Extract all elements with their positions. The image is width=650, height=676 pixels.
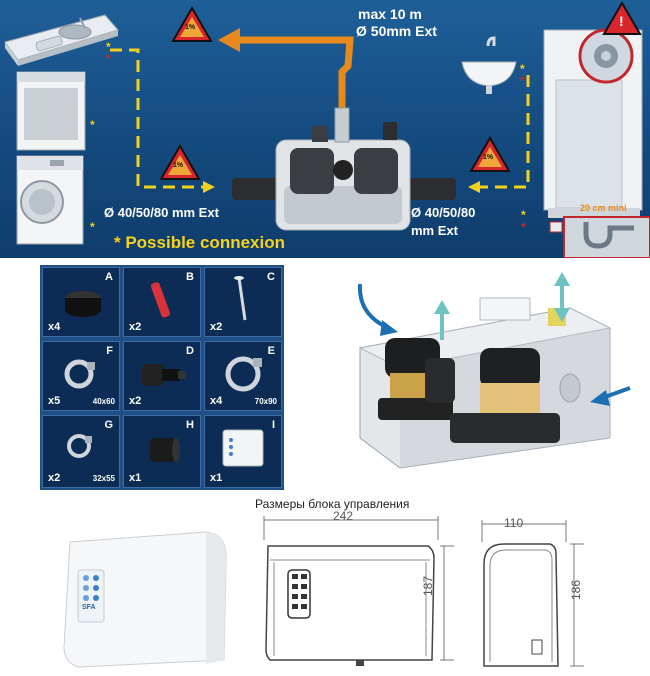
outlet-length-label: max 10 m bbox=[358, 6, 422, 22]
part-quantity: x2 bbox=[210, 321, 223, 333]
exclamation-mark: ! bbox=[619, 13, 624, 29]
wash-basin-icon bbox=[461, 36, 517, 94]
control-box-photo bbox=[63, 531, 227, 668]
hose-clamp-icon bbox=[67, 434, 92, 458]
asterisk-yellow: * bbox=[520, 62, 525, 76]
asterisk-yellow: * bbox=[521, 208, 526, 222]
hose-clamp-icon bbox=[64, 359, 95, 389]
warning-sign-label: 1% bbox=[173, 162, 184, 169]
part-quantity: x2 bbox=[129, 395, 142, 407]
sink-icon bbox=[4, 14, 119, 66]
part-cell-f: F x5 40x60 bbox=[42, 341, 120, 411]
brand-label: SFA bbox=[82, 604, 96, 611]
outlet-diameter-label: Ø 50mm Ext bbox=[356, 23, 437, 39]
warning-sign-label: 1% bbox=[483, 154, 494, 161]
part-letter: I bbox=[271, 419, 275, 431]
side-height-dimension: 186 bbox=[569, 579, 583, 600]
outlet-arrow-head bbox=[218, 28, 240, 52]
part-letter: E bbox=[267, 345, 275, 357]
asterisk-yellow: * bbox=[90, 220, 95, 234]
asterisk-red: * bbox=[521, 220, 526, 234]
part-cell-h: H x1 bbox=[123, 415, 201, 488]
pump-cutaway-illustration bbox=[357, 272, 631, 469]
part-quantity: x4 bbox=[210, 395, 223, 407]
connector-icon bbox=[150, 438, 180, 462]
possible-connexion-label: * Possible connexion bbox=[114, 233, 285, 252]
inlet-arrow-right bbox=[468, 181, 480, 193]
part-quantity: x5 bbox=[48, 395, 61, 407]
washing-machine-icon bbox=[16, 155, 84, 245]
part-letter: D bbox=[186, 345, 194, 357]
front-height-dimension: 187 bbox=[421, 575, 435, 596]
part-cell-e: E x4 70x90 bbox=[204, 341, 282, 411]
part-cell-i: I x1 bbox=[204, 415, 282, 488]
part-quantity: x2 bbox=[48, 472, 61, 484]
inlet-right-label-line1: Ø 40/50/80 bbox=[411, 205, 476, 220]
part-letter: A bbox=[105, 271, 113, 283]
part-letter: C bbox=[267, 271, 275, 283]
cap-icon bbox=[65, 291, 101, 317]
inlet-arrow-left bbox=[203, 181, 215, 193]
part-cell-a: A x4 bbox=[42, 267, 120, 337]
part-cell-c: C x2 bbox=[204, 267, 282, 337]
warning-triangle-3 bbox=[469, 135, 511, 172]
part-quantity: x1 bbox=[210, 472, 223, 484]
part-quantity: x4 bbox=[48, 321, 61, 333]
front-width-dimension: 242 bbox=[333, 509, 354, 523]
asterisk-red: * bbox=[106, 52, 111, 66]
shower-icon bbox=[543, 28, 643, 218]
part-letter: B bbox=[186, 271, 194, 283]
warning-triangle-4 bbox=[602, 1, 642, 35]
warning-triangle-1 bbox=[171, 5, 213, 42]
control-box-dimensions-title: Размеры блока управления bbox=[255, 497, 410, 511]
inlet-dashed-line-left bbox=[110, 48, 205, 189]
side-depth-dimension: 110 bbox=[504, 516, 524, 530]
part-letter: G bbox=[104, 419, 113, 431]
control-box-icon bbox=[222, 429, 264, 467]
part-cell-b: B x2 bbox=[123, 267, 201, 337]
screw-icon bbox=[234, 276, 247, 321]
installation-diagram-panel: 1% 1% 1% ! * * * * * * * * max 10 m Ø 50… bbox=[0, 0, 650, 258]
accessories-grid: A x4 B x2 C x2 F x5 40x60 D x2 E x4 70x9… bbox=[40, 265, 284, 490]
asterisk-yellow: * bbox=[90, 118, 95, 132]
warning-sign-label: 1% bbox=[185, 24, 196, 31]
asterisk-red: * bbox=[520, 74, 525, 88]
part-letter: H bbox=[186, 419, 194, 431]
part-size: 32x55 bbox=[92, 474, 115, 483]
outlet-arrow-line bbox=[238, 36, 354, 110]
installation-diagram-graphics bbox=[4, 1, 650, 258]
part-size: 40x60 bbox=[92, 397, 115, 406]
part-letter: F bbox=[106, 345, 113, 357]
front-view-drawing bbox=[263, 516, 454, 666]
part-cell-d: D x2 bbox=[123, 341, 201, 411]
inlet-left-label: Ø 40/50/80 mm Ext bbox=[104, 205, 219, 220]
wall-plug-icon bbox=[150, 282, 171, 318]
dishwasher-icon bbox=[16, 71, 86, 151]
pump-unit-icon bbox=[232, 107, 456, 231]
adapter-icon bbox=[142, 364, 186, 386]
hose-clamp-icon bbox=[225, 356, 262, 392]
warning-triangle-2 bbox=[159, 143, 201, 180]
part-size: 70x90 bbox=[254, 397, 277, 406]
side-view-drawing bbox=[481, 520, 584, 667]
part-quantity: x2 bbox=[129, 321, 142, 333]
asterisk-yellow: * bbox=[106, 40, 111, 54]
part-cell-g: G x2 32x55 bbox=[42, 415, 120, 488]
siphon-detail-icon bbox=[549, 216, 650, 258]
min-height-label: 20 cm mini bbox=[580, 203, 627, 213]
inlet-right-label-line2: mm Ext bbox=[411, 223, 458, 238]
part-quantity: x1 bbox=[129, 472, 142, 484]
